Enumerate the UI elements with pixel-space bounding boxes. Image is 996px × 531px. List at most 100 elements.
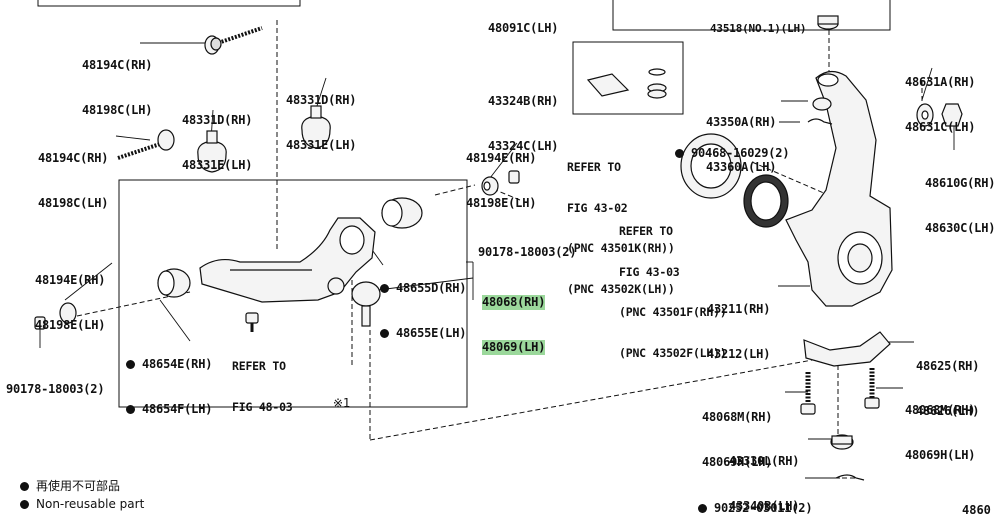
part-number-lh: 48069H(LH) — [905, 448, 976, 462]
frame-top-left — [37, 0, 301, 7]
label-48625: 48625(RH) 48626(LH) — [916, 329, 979, 434]
part-number-rh: 48068M(RH) — [905, 403, 976, 417]
part-number-lh: 48331E(LH) — [286, 138, 357, 152]
part-number-lh: 48655E(LH) — [380, 326, 466, 341]
label-refer-fig-43-02[interactable]: REFER TO FIG 43-02 (PNC 43501K(RH)) (PNC… — [567, 134, 675, 310]
refer-text: REFER TO — [619, 224, 673, 238]
label-refer-fig-43-03[interactable]: REFER TO FIG 43-03 (PNC 43501F(RH)) (PNC… — [619, 198, 727, 374]
figure-number-text: 4860 — [962, 503, 991, 517]
bolt-48068m-right — [864, 368, 880, 409]
part-number-lh: 48626(LH) — [916, 404, 980, 418]
non-reusable-icon — [675, 149, 684, 158]
part-number-rh-highlighted: 48068(RH) — [482, 295, 546, 310]
refer-text: REFER TO — [232, 359, 286, 373]
frame-top-right — [612, 0, 891, 31]
label-top-partial-b: 43518(NO.1)(LH) — [710, 0, 807, 51]
part-number-rh: 48194E(RH) — [35, 273, 106, 287]
bolt-refer-48-03 — [245, 312, 259, 332]
part-number: 90252-03011(2) — [698, 501, 813, 516]
steering-knuckle — [785, 70, 893, 307]
bolt-48068m-left — [800, 372, 816, 415]
lower-control-arm — [199, 217, 376, 303]
non-reusable-icon — [126, 360, 135, 369]
nut-43350a — [812, 97, 832, 111]
legend-text-jp: 再使用不可部品 — [36, 479, 121, 493]
non-reusable-icon — [380, 284, 389, 293]
pnc-lh: (PNC 43502K(LH)) — [567, 281, 675, 296]
part-number-lh: 43360A(LH) — [706, 160, 777, 174]
label-48194e-right: 48194E(RH) 48198E(LH) — [466, 121, 536, 226]
pnc-rh: (PNC 43501F(RH)) — [619, 305, 727, 319]
label-48610g: 48610G(RH) 48630C(LH) — [925, 146, 995, 251]
seal-kit-parts — [586, 68, 667, 99]
label-43350a: 43350A(RH) 43360A(LH) — [706, 85, 776, 190]
label-48194e-left: 48194E(RH) 48198E(LH) — [35, 243, 105, 348]
note-mark: ※1 — [333, 396, 350, 410]
label-90468: 90468-16029(2) — [675, 116, 790, 176]
label-48068m-left: 48068M(RH) 48069H(LH) — [702, 380, 772, 485]
part-number-rh: 48331D(RH) — [182, 113, 253, 127]
part-number-lh: 48331E(LH) — [182, 158, 253, 172]
part-number-cut-off: 43518(NO.1)(LH) — [710, 22, 807, 35]
figure-number: 4860 — [962, 503, 991, 517]
part-number-lh: 43340B(LH) — [729, 499, 800, 513]
part-number-rh: 48068M(RH) — [702, 410, 773, 424]
label-43330l: 43330L(RH) 43340B(LH) — [729, 424, 799, 529]
legend-row-en: Non-reusable part — [20, 495, 144, 513]
note-x1: ※1 — [333, 366, 350, 426]
part-number: 90468-16029(2) — [675, 146, 790, 161]
part-number-rh: 43211(RH) — [707, 302, 771, 316]
bushing-48331d-top — [301, 105, 331, 149]
label-48194c-left: 48194C(RH) 48198C(LH) — [38, 121, 108, 226]
ball-joint — [327, 277, 381, 327]
legend-row-jp: 再使用不可部品 — [20, 477, 144, 495]
label-43324b: 43324B(RH) 43324C(LH) — [488, 64, 558, 169]
bushing-48654e — [157, 268, 191, 298]
label-48194c-top: 48194C(RH) 48198C(LH) — [82, 28, 152, 133]
pnc-lh: (PNC 43502F(LH)) — [619, 345, 727, 360]
refer-figure-link[interactable]: FIG 43-03 — [619, 264, 680, 279]
part-number-lh: 43324C(LH) — [488, 139, 559, 153]
label-90178-left: 90178-18003(2) — [6, 352, 105, 412]
non-reusable-icon — [698, 504, 707, 513]
washer-48194e — [481, 176, 499, 196]
washer-48631a — [916, 103, 934, 127]
refer-figure-link[interactable]: FIG 43-02 — [567, 200, 628, 215]
part-number-lh: 48654F(LH) — [126, 402, 212, 417]
pnc-rh: (PNC 43501K(RH)) — [567, 241, 675, 255]
part-number-lh-highlighted: 48069(LH) — [482, 340, 546, 355]
part-number-rh: 43324B(RH) — [488, 94, 559, 108]
part-number-rh: 48194E(RH) — [466, 151, 537, 165]
castle-nut-43330l — [830, 434, 854, 450]
part-number-lh: 48631C(LH) — [905, 120, 976, 134]
label-90252: 90252-03011(2) — [698, 471, 813, 531]
part-number-lh: 48198C(LH) — [82, 103, 153, 117]
frame-seal-kit — [572, 41, 684, 115]
part-number-rh: 48610G(RH) — [925, 176, 996, 190]
non-reusable-icon — [20, 482, 29, 491]
label-90178-right: 90178-18003(2) — [478, 215, 577, 275]
label-refer-fig-48-03[interactable]: REFER TO FIG 48-03 — [232, 333, 293, 428]
part-number-lh: 48198C(LH) — [38, 196, 109, 210]
label-43211: 43211(RH) 43212(LH) — [707, 272, 770, 377]
dust-seal-ring-b — [743, 174, 789, 228]
refer-text: REFER TO — [567, 160, 621, 174]
part-number-rh: 48331D(RH) — [286, 93, 357, 107]
nut-top-knuckle — [817, 15, 839, 30]
nut-90178-right — [508, 170, 520, 184]
part-number-cut-off: 48091C(LH) — [488, 21, 559, 35]
bushing-48655d — [381, 197, 423, 229]
part-number-lh: 48198E(LH) — [466, 196, 537, 210]
label-48331d-top: 48331D(RH) 48331E(LH) — [286, 63, 356, 168]
washer-48194e-left — [59, 302, 77, 324]
bracket-48625 — [803, 331, 891, 367]
part-number-rh: 43350A(RH) — [706, 115, 777, 129]
refer-figure-link[interactable]: FIG 48-03 — [232, 399, 293, 414]
frame-lower-arm — [118, 179, 468, 408]
cotter-pin-90468 — [807, 118, 833, 125]
part-number-rh: 48655D(RH) — [380, 281, 466, 296]
nut-90178-left — [34, 316, 46, 330]
part-number-rh: 48654E(RH) — [126, 357, 212, 372]
part-number: 90178-18003(2) — [478, 245, 577, 259]
